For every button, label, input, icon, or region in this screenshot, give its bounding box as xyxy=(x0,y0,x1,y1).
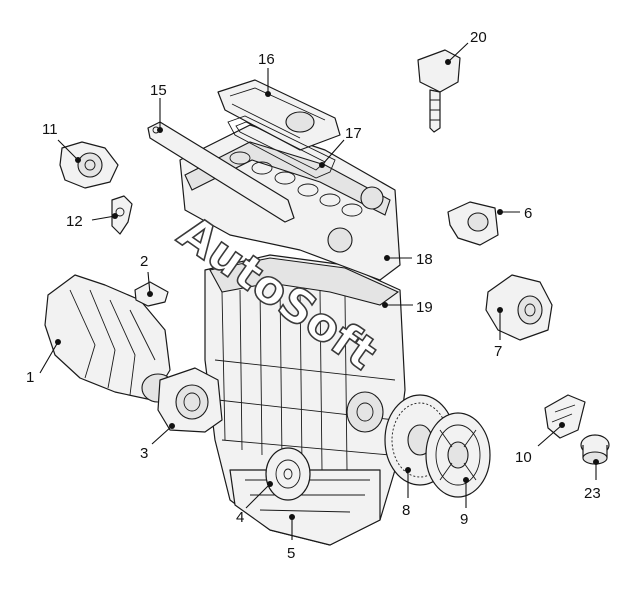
callout-7: 7 xyxy=(494,343,502,360)
leader-lines xyxy=(39,42,599,540)
callout-10: 10 xyxy=(515,449,532,466)
callout-9: 9 xyxy=(460,511,468,528)
callout-16: 16 xyxy=(258,51,275,68)
callout-18: 18 xyxy=(416,251,433,268)
callout-5: 5 xyxy=(287,545,295,562)
part-10-mount xyxy=(544,394,586,439)
part-9-clutch-disc xyxy=(425,412,491,498)
callout-20: 20 xyxy=(470,29,487,46)
part-20-ignition-coil xyxy=(417,49,461,133)
callout-3: 3 xyxy=(140,445,148,462)
part-12-sensor xyxy=(111,195,133,235)
callout-17: 17 xyxy=(345,125,362,142)
callout-labels: 1 2 3 4 5 6 7 8 9 10 11 12 15 16 17 18 1… xyxy=(26,29,601,562)
part-11-bracket xyxy=(59,141,119,189)
callout-19: 19 xyxy=(416,299,433,316)
part-16-valve-cover xyxy=(217,79,341,151)
callout-2: 2 xyxy=(140,253,148,270)
callout-4: 4 xyxy=(236,509,244,526)
part-4-crank-pulley xyxy=(265,447,311,501)
part-3-throttle-body xyxy=(157,367,223,433)
part-23-bushing xyxy=(580,434,610,465)
callout-23: 23 xyxy=(584,485,601,502)
callout-6: 6 xyxy=(524,205,532,222)
callout-15: 15 xyxy=(150,82,167,99)
callout-11: 11 xyxy=(42,121,58,138)
part-6-thermostat-housing xyxy=(447,201,499,246)
callout-8: 8 xyxy=(402,502,410,519)
callout-12: 12 xyxy=(66,213,83,230)
callout-1: 1 xyxy=(26,369,34,386)
engine-block xyxy=(204,254,406,546)
part-7-water-outlet xyxy=(485,274,553,341)
